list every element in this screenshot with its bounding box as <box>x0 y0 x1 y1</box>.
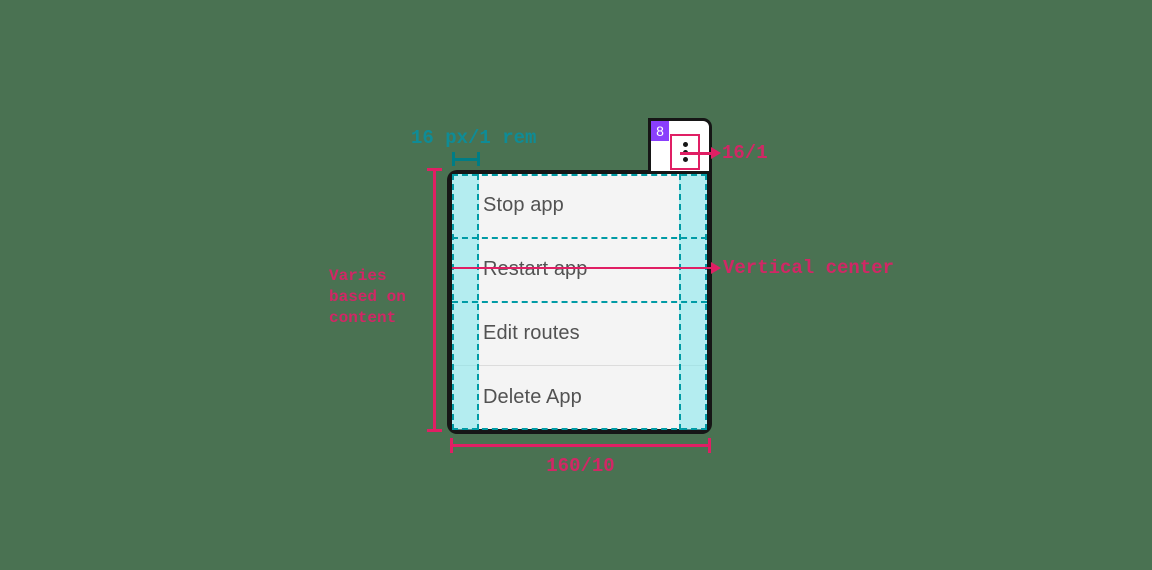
width-measure-cap-left <box>450 438 453 453</box>
menu-item-stop-app[interactable]: Stop app <box>452 174 707 238</box>
icon-size-label: 16/1 <box>722 142 768 164</box>
menu-item-edit-routes[interactable]: Edit routes <box>452 302 707 366</box>
height-measure-cap-top <box>427 168 442 171</box>
overflow-menu-list: Stop app Restart app Edit routes Delete … <box>452 174 707 429</box>
vertical-center-line <box>452 262 721 274</box>
icon-size-arrow-icon <box>711 147 721 159</box>
kebab-dot-3 <box>682 156 688 162</box>
padding-measure-label: 16 px/1 rem <box>411 127 537 149</box>
icon-size-callout-line <box>680 147 721 159</box>
height-measure-cap-bottom <box>427 429 442 432</box>
menu-item-label: Delete App <box>483 385 582 408</box>
width-measure-label: 160/10 <box>546 455 615 477</box>
menu-item-label: Restart app <box>483 258 588 281</box>
menu-item-restart-app[interactable]: Restart app <box>452 238 707 302</box>
notification-badge: 8 <box>651 121 669 141</box>
height-measure-line <box>427 168 442 432</box>
padding-measure-bracket <box>452 152 480 166</box>
menu-item-label: Edit routes <box>483 321 580 344</box>
vertical-center-arrow-icon <box>711 262 721 274</box>
menu-item-label: Stop app <box>483 194 564 217</box>
width-measure-line <box>450 438 711 453</box>
height-measure-label: Varies based on content <box>329 267 406 327</box>
overflow-menu-button[interactable]: 8 <box>648 118 712 174</box>
menu-item-delete-app[interactable]: Delete App <box>452 365 707 429</box>
bracket-bar <box>452 158 480 161</box>
width-measure-cap-right <box>708 438 711 453</box>
overflow-menu-panel: Stop app Restart app Edit routes Delete … <box>447 170 712 434</box>
kebab-dot-1 <box>682 142 688 148</box>
vertical-center-label: Vertical center <box>723 257 895 279</box>
bracket-cap-right <box>477 152 480 166</box>
